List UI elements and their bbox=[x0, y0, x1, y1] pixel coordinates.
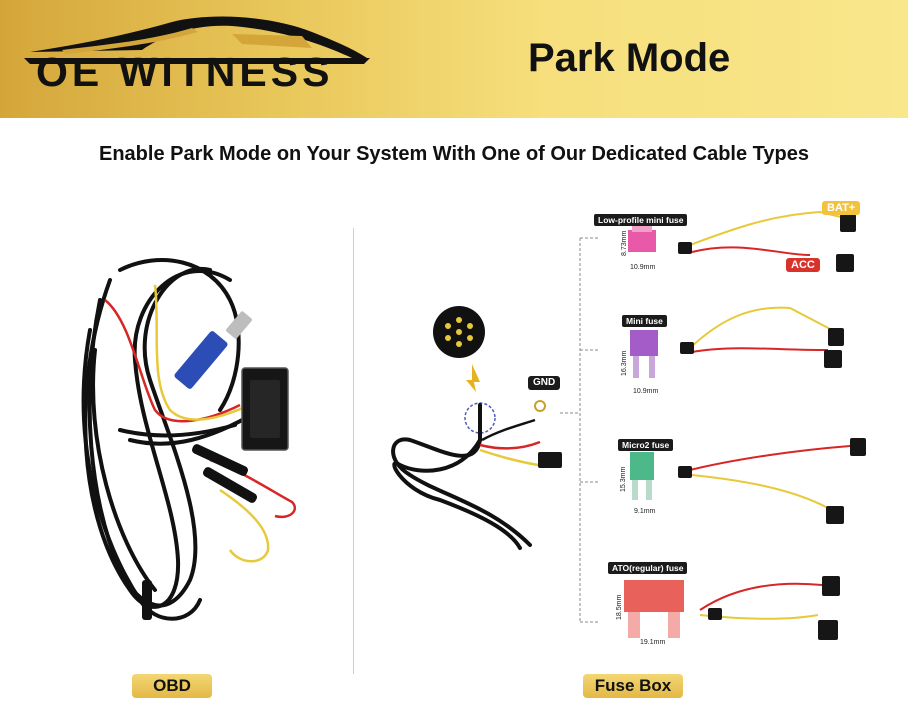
page-title: Park Mode bbox=[528, 36, 731, 80]
bat-plus-badge: BAT+ bbox=[822, 201, 861, 215]
fuse-tag-micro2: Micro2 fuse bbox=[618, 439, 674, 451]
fuse-height-low-profile: 8.73mm bbox=[621, 230, 628, 256]
obd-label: OBD bbox=[132, 674, 212, 698]
arrow-down-icon bbox=[466, 364, 480, 392]
page-subtitle: Enable Park Mode on Your System With One… bbox=[99, 143, 809, 165]
fuse-height-ato: 18.5mm bbox=[616, 594, 623, 620]
brand-logo-text: OE WITNESS bbox=[36, 49, 334, 95]
fuse-box-cable-image bbox=[391, 306, 562, 550]
micro2-fuse-icon bbox=[630, 452, 654, 500]
fuse-width-mini: 10.9mm bbox=[633, 388, 659, 395]
fuse-width-ato: 19.1mm bbox=[640, 639, 666, 646]
panel-divider bbox=[353, 228, 354, 674]
low-profile-fuse-icon bbox=[628, 226, 656, 252]
fuse-width-low-profile: 10.9mm bbox=[630, 264, 656, 271]
fuse-height-mini: 16.3mm bbox=[621, 350, 628, 376]
gnd-label: GND bbox=[528, 376, 561, 390]
fuse-tag-mini: Mini fuse bbox=[622, 315, 667, 327]
fuse-tag-low-profile: Low-profile mini fuse bbox=[594, 214, 688, 226]
acc-badge: ACC bbox=[786, 258, 820, 272]
fuse-width-micro2: 9.1mm bbox=[634, 508, 656, 515]
ato-fuse-icon bbox=[624, 580, 684, 638]
bracket-lines bbox=[560, 237, 598, 623]
fuse-illustrations bbox=[624, 210, 866, 640]
header-banner: OE WITNESS Park Mode bbox=[0, 0, 908, 118]
fuse-height-micro2: 15.3mm bbox=[620, 466, 627, 492]
mini-fuse-icon bbox=[630, 330, 658, 378]
car-silhouette-icon bbox=[24, 16, 370, 64]
obd-cable-image bbox=[81, 258, 297, 621]
fuse-tag-ato: ATO(regular) fuse bbox=[608, 562, 688, 574]
fuse-box-label: Fuse Box bbox=[583, 674, 683, 698]
